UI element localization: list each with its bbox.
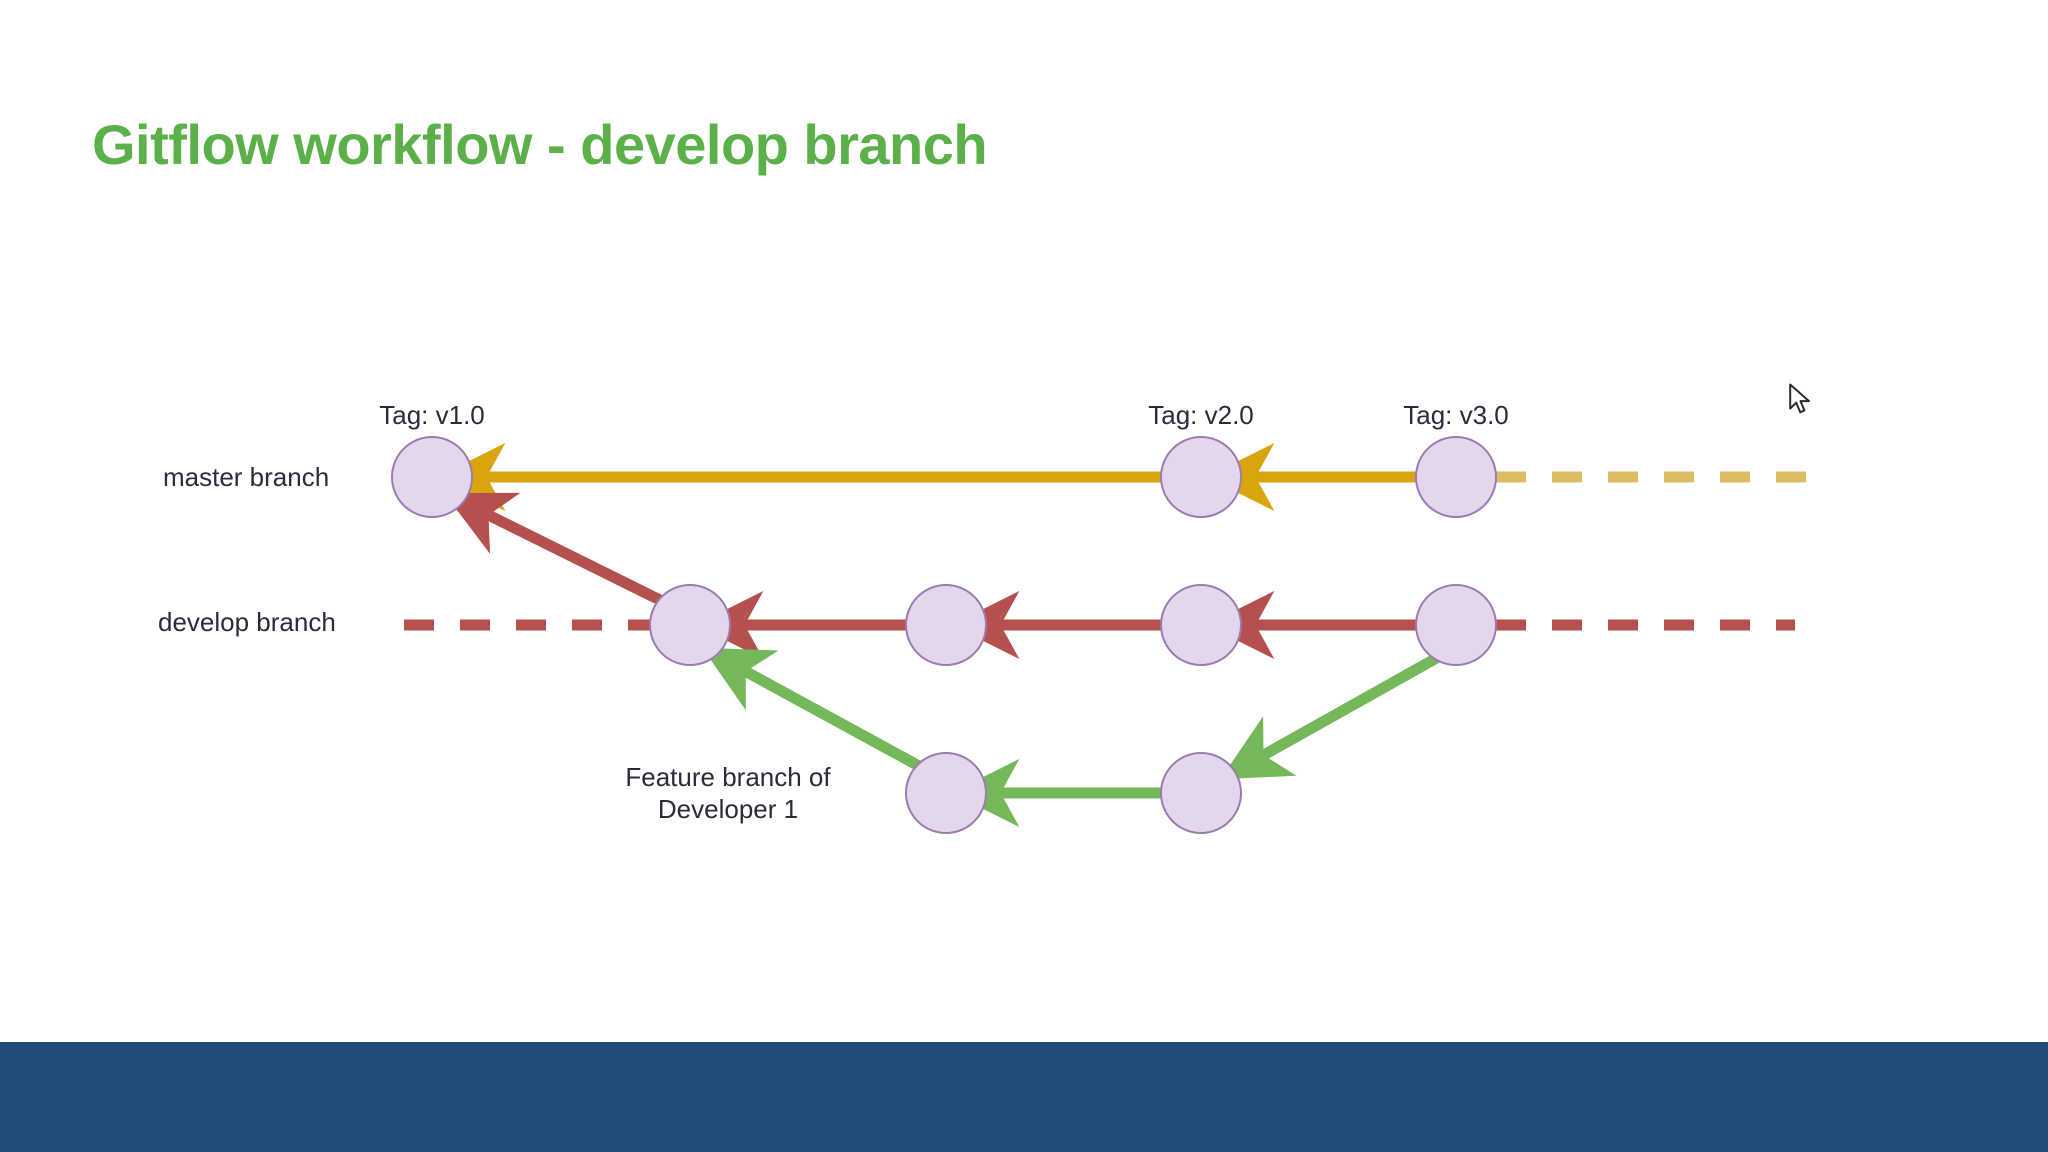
page-title: Gitflow workflow - develop branch [92, 113, 988, 176]
node-feature-commit-2 [1160, 752, 1242, 834]
node-develop-commit-2 [905, 584, 987, 666]
develop-lane-edges [404, 492, 1795, 660]
feature-branch-label-line2: Developer 1 [657, 793, 799, 824]
develop-branch-label: develop branch [158, 607, 336, 637]
gitflow-diagram: master branch develop branch Feature bra… [158, 400, 1812, 834]
node-master-commit-3 [1415, 436, 1497, 518]
node-master-commit-2 [1160, 436, 1242, 518]
feature-branch-label-line1: Feature branch of [625, 762, 831, 792]
footer-bar: AUTOMAT-IT [0, 1042, 2048, 1152]
node-develop-commit-3 [1160, 584, 1242, 666]
master-branch-label: master branch [163, 462, 330, 492]
mouse-pointer-icon [1788, 383, 1814, 422]
node-develop-commit-1 [649, 584, 731, 666]
edge-develop-commit1-to-master-commit1 [444, 492, 679, 613]
feature-branch-label: Feature branch of Developer 1 [598, 762, 858, 825]
tag-label-v1: Tag: v1.0 [379, 400, 485, 430]
node-feature-commit-1 [905, 752, 987, 834]
commit-nodes [391, 436, 1497, 834]
edge-develop-commit4-to-feature-commit2 [1220, 650, 1445, 780]
node-master-commit-1 [391, 436, 473, 518]
node-develop-commit-4 [1415, 584, 1497, 666]
tag-label-v3: Tag: v3.0 [1403, 400, 1509, 430]
edge-feature-commit1-to-develop-commit1 [702, 647, 933, 777]
tag-label-v2: Tag: v2.0 [1148, 400, 1254, 430]
